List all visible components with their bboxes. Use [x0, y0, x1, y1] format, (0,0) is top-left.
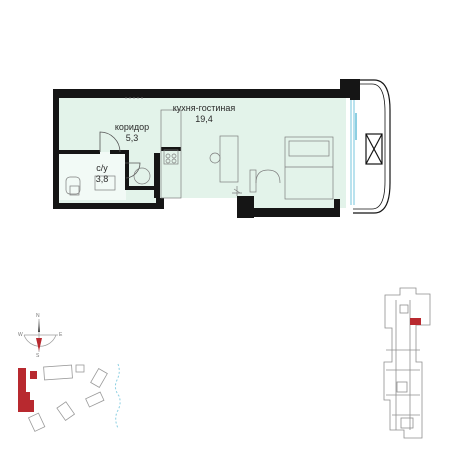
room-label-living: кухня-гостиная 19,4 [166, 103, 242, 125]
compass-south-label: S [36, 353, 40, 359]
windows [350, 100, 357, 205]
room-name-corridor: коридор [114, 122, 150, 132]
compass-rose [23, 319, 58, 352]
compass-west-label: W [18, 332, 23, 338]
room-area-bathroom: 3,8 [95, 174, 109, 184]
room-name-living: кухня-гостиная [172, 103, 236, 113]
bathroom-area [56, 152, 126, 200]
room-label-bathroom: с/у 3,8 [87, 163, 117, 185]
doors [99, 131, 141, 179]
room-area-corridor: 5,3 [125, 133, 139, 143]
interior-walls [56, 147, 181, 198]
compass-east-label: E [59, 332, 63, 338]
exterior-walls [53, 79, 360, 218]
room-area-living: 19,4 [195, 114, 213, 124]
site-building-highlight [18, 368, 34, 412]
furniture [65, 97, 334, 200]
key-plan-unit-highlight [410, 318, 421, 325]
balcony [353, 79, 391, 214]
compass-north-label: N [36, 313, 40, 319]
room-name-bathroom: с/у [96, 163, 108, 173]
floor-key-plan [383, 287, 431, 439]
room-label-corridor: коридор 5,3 [109, 122, 155, 144]
site-plan [18, 363, 121, 432]
